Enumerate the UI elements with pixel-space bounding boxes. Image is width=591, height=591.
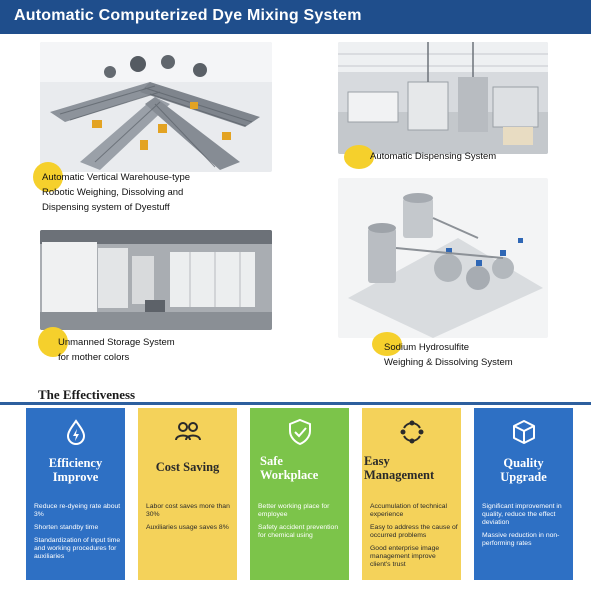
card-title: Cost Saving [155, 460, 220, 474]
section-divider [0, 402, 591, 405]
sodium-hydrosulfite-photo [338, 178, 548, 338]
automatic-dispensing-photo [338, 42, 548, 154]
photo-caption-unmanned-storage: Unmanned Storage System for mother color… [58, 337, 175, 363]
card-safe-workplace: Safe Workplace Better working place for … [250, 408, 349, 580]
section-title: The Effectiveness [38, 387, 136, 402]
water-drop-bolt-icon [66, 419, 86, 445]
caption-dot [33, 162, 63, 192]
card-efficiency-improve: Efficiency Improve Reduce re-dyeing rate… [26, 408, 125, 580]
card-points: Accumulation of technical experience Eas… [370, 503, 458, 568]
photo-caption-robotic-warehouse: Automatic Vertical Warehouse-type Roboti… [42, 172, 191, 213]
photo-caption-sodium-hydrosulfite: Sodium Hydrosulfite Weighing & Dissolvin… [384, 342, 513, 368]
card-quality-upgrade: Quality Upgrade Significant improvement … [474, 408, 573, 580]
header-bar: Automatic Computerized Dye Mixing System [0, 0, 591, 34]
process-cycle-icon [400, 420, 424, 444]
users-group-icon [175, 422, 201, 441]
photo-caption-automatic-dispensing: Automatic Dispensing System [370, 151, 497, 162]
page-title: Automatic Computerized Dye Mixing System [14, 7, 362, 24]
card-title: Easy Management [364, 454, 435, 482]
card-points: Labor cost saves more than 30% Auxiliari… [146, 503, 230, 531]
card-points: Better working place for employee Safety… [258, 503, 339, 539]
robotic-warehouse-photo [40, 42, 272, 172]
card-cost-saving: Cost Saving Labor cost saves more than 3… [138, 408, 237, 580]
card-title: Quality Upgrade [500, 456, 547, 484]
card-easy-management: Easy Management Accumulation of technica… [362, 408, 461, 580]
card-title: Efficiency Improve [48, 456, 103, 484]
caption-dot [38, 327, 68, 357]
cube-icon [513, 420, 535, 444]
card-title: Safe Workplace [260, 454, 319, 482]
caption-dot [344, 145, 374, 169]
caption-dot [372, 332, 402, 356]
card-points: Reduce re-dyeing rate about 3% Shorten s… [34, 503, 121, 560]
unmanned-storage-photo [40, 230, 272, 330]
card-points: Significant improvement in quality, redu… [482, 503, 562, 547]
shield-check-icon [289, 418, 311, 446]
